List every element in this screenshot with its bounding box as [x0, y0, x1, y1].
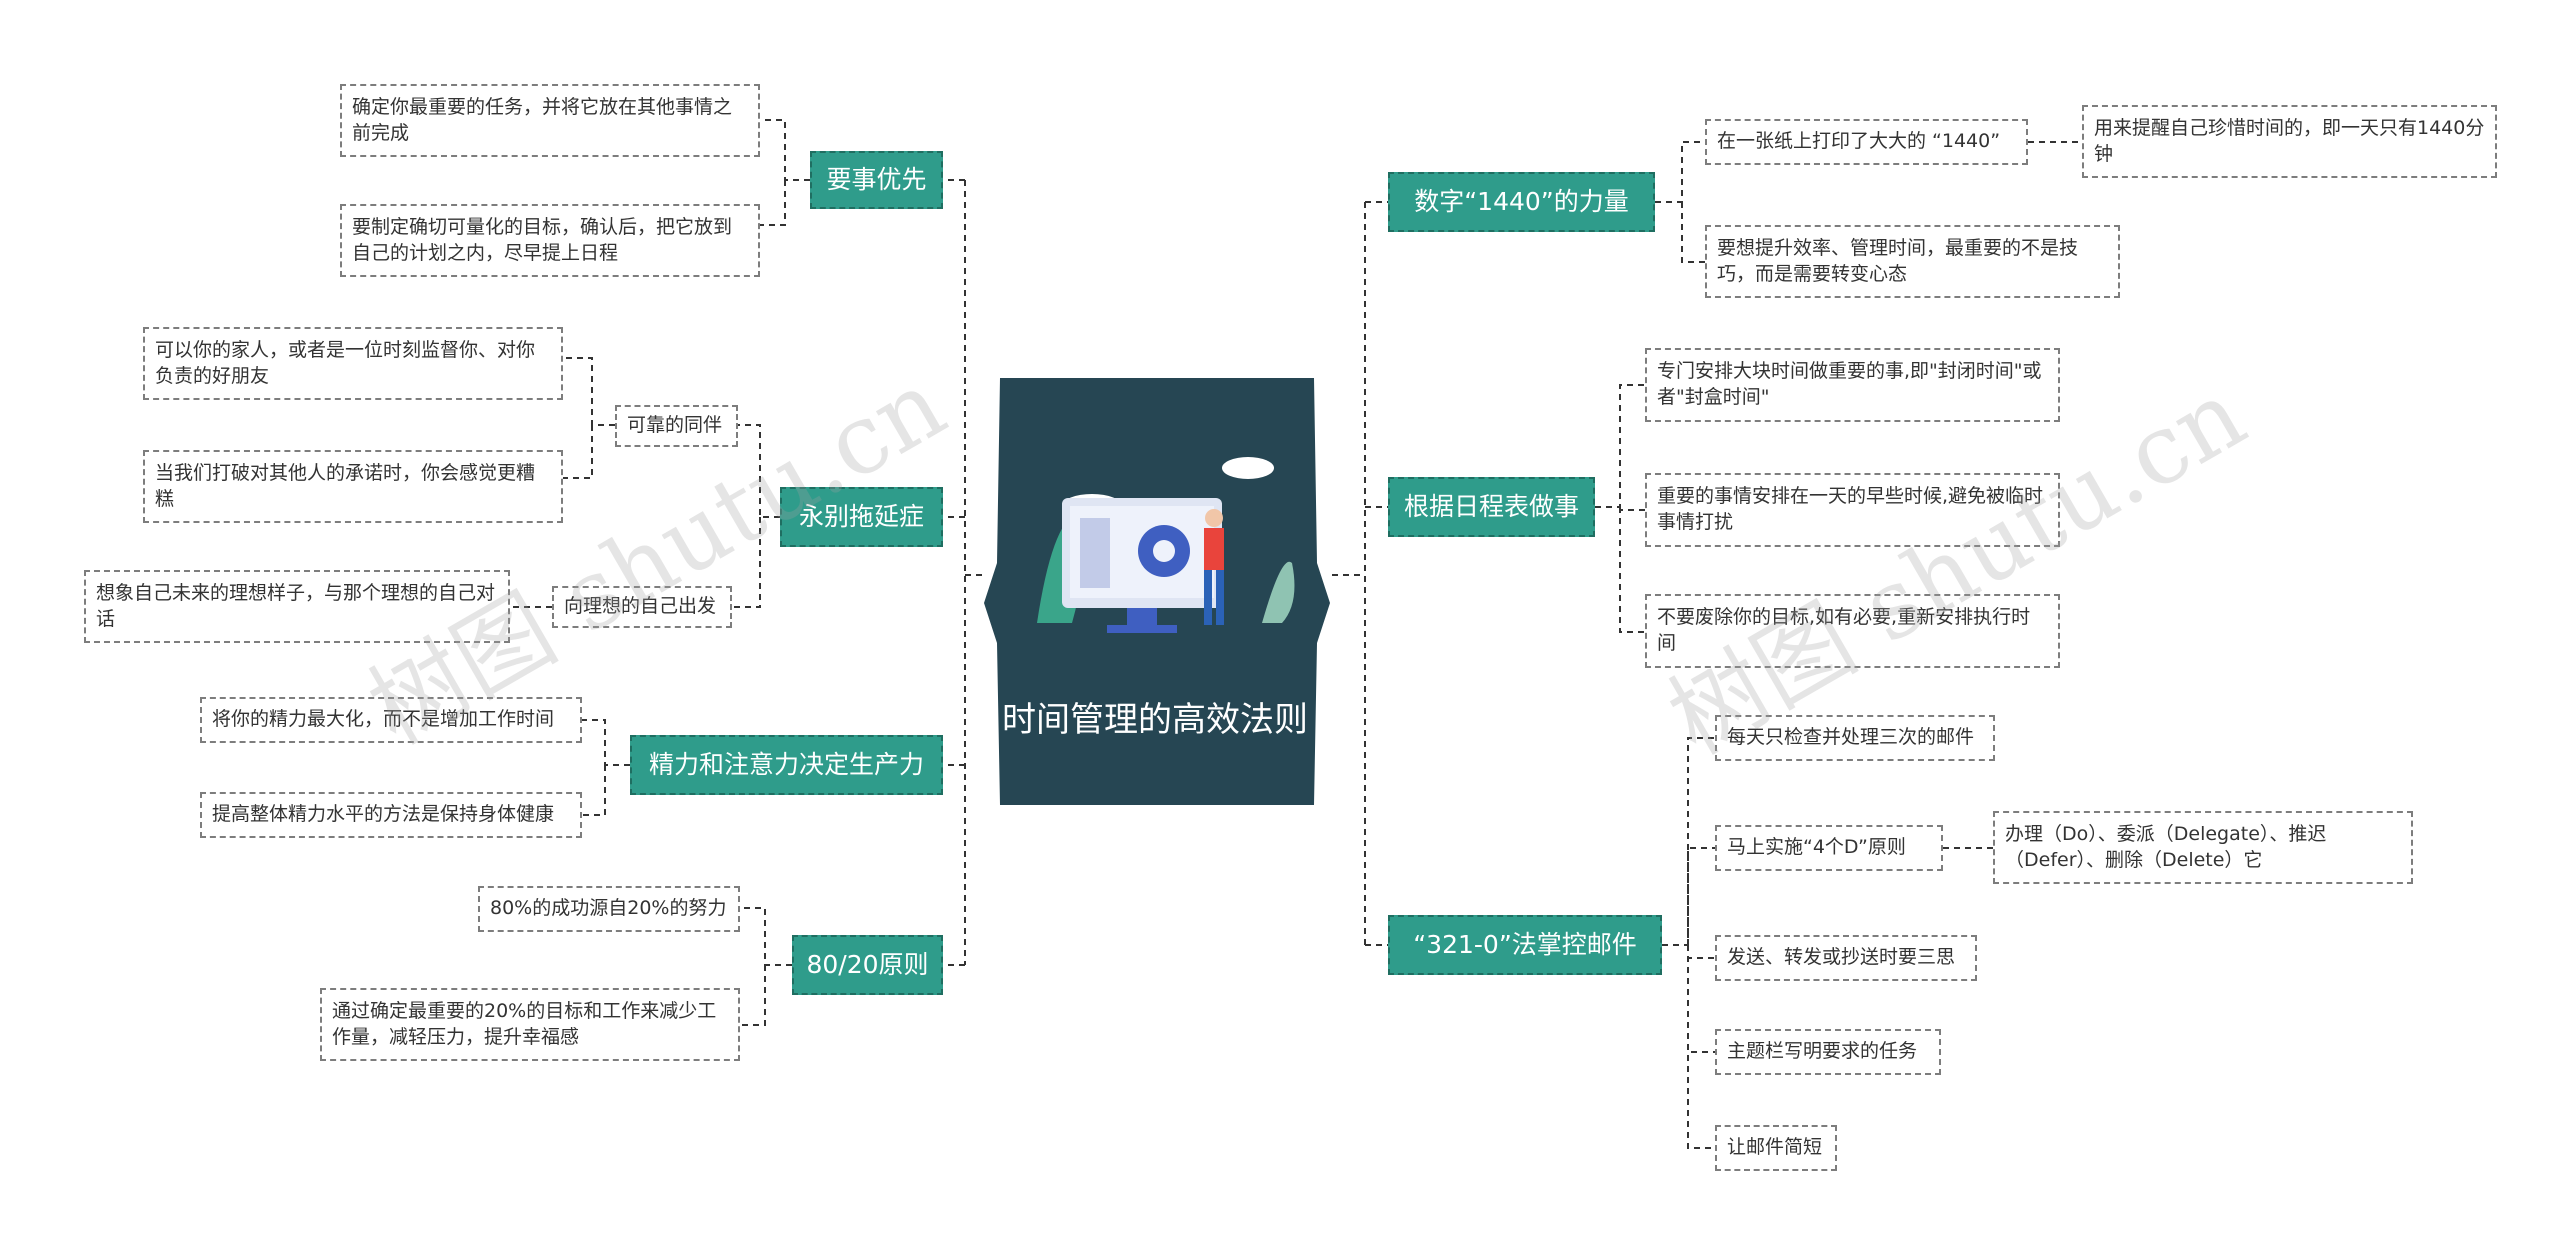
center-title: 时间管理的高效法则: [1002, 700, 1308, 740]
leaf-yaoshi-2: 要制定确切可量化的目标，确认后，把它放到自己的计划之内，尽早提上日程: [340, 204, 760, 277]
leaf-kekao-tongban: 可靠的同伴: [615, 405, 738, 447]
branch-80-20[interactable]: 80/20原则: [792, 935, 943, 995]
leaf-email-3: 发送、转发或抄送时要三思: [1715, 935, 1977, 981]
branch-jingli-zhuyili[interactable]: 精力和注意力决定生产力: [630, 735, 943, 795]
leaf-8020-2: 通过确定最重要的20%的目标和工作来减少工作量，减轻压力，提升幸福感: [320, 988, 740, 1061]
leaf-tongban-2: 当我们打破对其他人的承诺时，你会感觉更糟糕: [143, 450, 563, 523]
branch-1440[interactable]: 数字“1440”的力量: [1388, 172, 1655, 232]
leaf-richeng-2: 重要的事情安排在一天的早些时候,避免被临时事情打扰: [1645, 473, 2060, 547]
leaf-yaoshi-1: 确定你最重要的任务，并将它放在其他事情之前完成: [340, 84, 760, 157]
computer-illustration-icon: [1037, 457, 1295, 633]
leaf-richeng-1: 专门安排大块时间做重要的事,即"封闭时间"或者"封盒时间": [1645, 348, 2060, 422]
branch-richengbiao[interactable]: 根据日程表做事: [1388, 477, 1595, 537]
leaf-email-2: 马上实施“4个D”原则: [1715, 825, 1943, 871]
leaf-8020-1: 80%的成功源自20%的努力: [478, 886, 740, 932]
leaf-1440-1-1: 用来提醒自己珍惜时间的，即一天只有1440分钟: [2082, 105, 2497, 178]
leaf-1440-2: 要想提升效率、管理时间，最重要的不是技巧，而是需要转变心态: [1705, 225, 2120, 298]
leaf-email-2-1: 办理（Do）、委派（Delegate）、推迟（Defer）、删除（Delete）…: [1993, 811, 2413, 884]
leaf-email-1: 每天只检查并处理三次的邮件: [1715, 715, 1995, 761]
branch-yongbie-tuoyan[interactable]: 永别拖延症: [780, 487, 943, 547]
leaf-jingli-1: 将你的精力最大化，而不是增加工作时间: [200, 697, 582, 743]
leaf-tongban-1: 可以你的家人，或者是一位时刻监督你、对你负责的好朋友: [143, 327, 563, 400]
branch-yaoshi-youxian[interactable]: 要事优先: [810, 151, 943, 209]
leaf-lixiang-1: 想象自己未来的理想样子，与那个理想的自己对话: [84, 570, 510, 643]
leaf-email-5: 让邮件简短: [1715, 1125, 1837, 1171]
center-node: [984, 378, 1330, 805]
leaf-1440-1: 在一张纸上打印了大大的 “1440”: [1705, 119, 2028, 165]
leaf-email-4: 主题栏写明要求的任务: [1715, 1029, 1941, 1075]
branch-321-0[interactable]: “321-0”法掌控邮件: [1388, 915, 1662, 975]
leaf-richeng-3: 不要废除你的目标,如有必要,重新安排执行时间: [1645, 594, 2060, 668]
leaf-xiang-lixiang: 向理想的自己出发: [552, 586, 732, 628]
leaf-jingli-2: 提高整体精力水平的方法是保持身体健康: [200, 792, 582, 838]
